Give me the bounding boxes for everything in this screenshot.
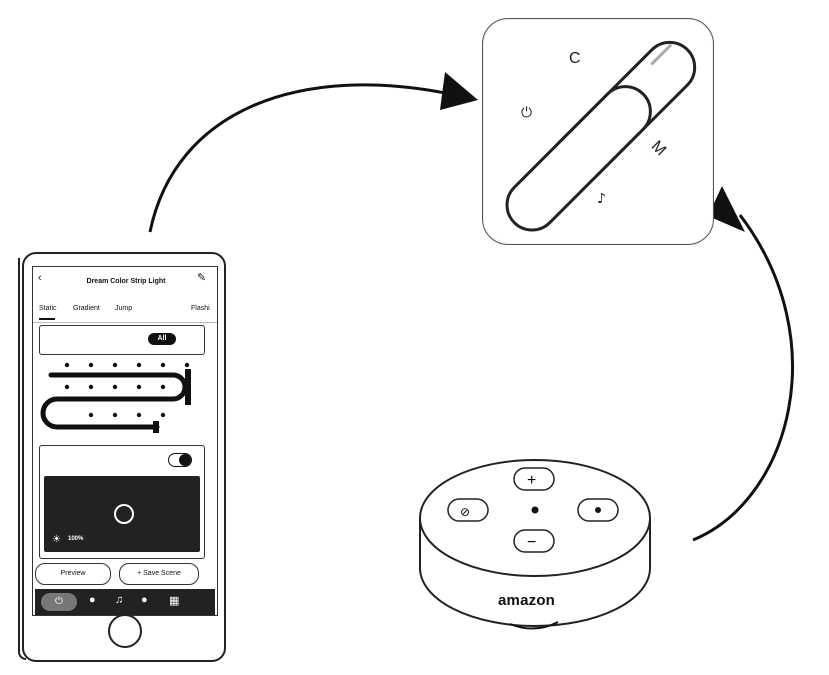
tab-jump[interactable]: Jump [115,305,133,312]
sun-icon: ☀ [52,534,61,545]
power-capsule [505,85,652,232]
amazon-logo: amazon [498,592,556,609]
volume-down-button[interactable] [513,529,555,553]
toggle-knob [179,454,191,466]
tab-static[interactable]: Static [39,305,57,312]
music-icon[interactable]: ♫ [115,594,124,606]
grid-icon[interactable]: ▦ [169,595,180,607]
music-note-icon[interactable]: ♪ [597,191,606,207]
phone-screen: ‹ Dream Color Strip Light ✎ Static Gradi… [32,266,218,616]
power-toggle[interactable] [168,453,192,467]
save-scene-button[interactable]: + Save Scene [119,563,199,585]
power-icon[interactable]: ⏻ [41,593,77,611]
dot-icon [595,507,601,513]
volume-up-label: + [527,472,536,489]
mute-button[interactable] [447,498,489,522]
pencil-icon[interactable]: ✎ [197,272,207,284]
phone-to-remote-arrow [148,83,456,233]
remote-control: C M ⏻ ♪ [482,18,714,245]
app-title: Dream Color Strip Light [86,278,166,285]
c-button-label[interactable]: C [569,50,581,67]
preview-button[interactable]: Preview [35,563,111,585]
mute-icon: ⊘ [460,505,470,519]
phone-edge [18,258,26,660]
home-button[interactable] [108,614,142,648]
all-button[interactable]: All [148,333,176,345]
led-strip-diagram [40,362,191,433]
bottom-nav-bar: ⏻ ● ♫ ● ▦ [35,589,215,615]
brightness-value: 100% [68,536,84,542]
active-tab-indicator [39,318,55,320]
echo-to-remote-arrow [692,214,794,542]
arrowhead-echo-remote [708,186,745,232]
segment-select-bar: All [39,325,205,355]
tab-divider [33,322,217,323]
amazon-echo-dot: + − ⊘ [419,459,651,630]
chevron-left-icon[interactable]: ‹ [38,272,42,284]
volume-up-button[interactable] [513,467,555,491]
color-control-panel: ☀ 100% [39,445,205,559]
color-picker-handle[interactable] [114,504,134,524]
amazon-smile-icon [509,621,559,630]
chat-icon[interactable]: ● [141,594,148,606]
echo-top-surface [419,459,651,577]
smartphone: ‹ Dream Color Strip Light ✎ Static Gradi… [22,252,226,662]
arrowhead-phone-remote [440,72,478,110]
volume-down-label: − [527,534,536,551]
remote-buttons: C M ⏻ ♪ [505,40,697,232]
tab-gradient[interactable]: Gradient [73,305,100,312]
color-picker[interactable]: ☀ 100% [44,476,200,552]
tab-flashing[interactable]: Flashi [191,305,210,312]
bulb-icon[interactable]: ● [89,594,96,606]
power-icon[interactable]: ⏻ [521,105,532,121]
microphone-hole [531,506,539,514]
m-button-label[interactable]: M [648,138,669,159]
